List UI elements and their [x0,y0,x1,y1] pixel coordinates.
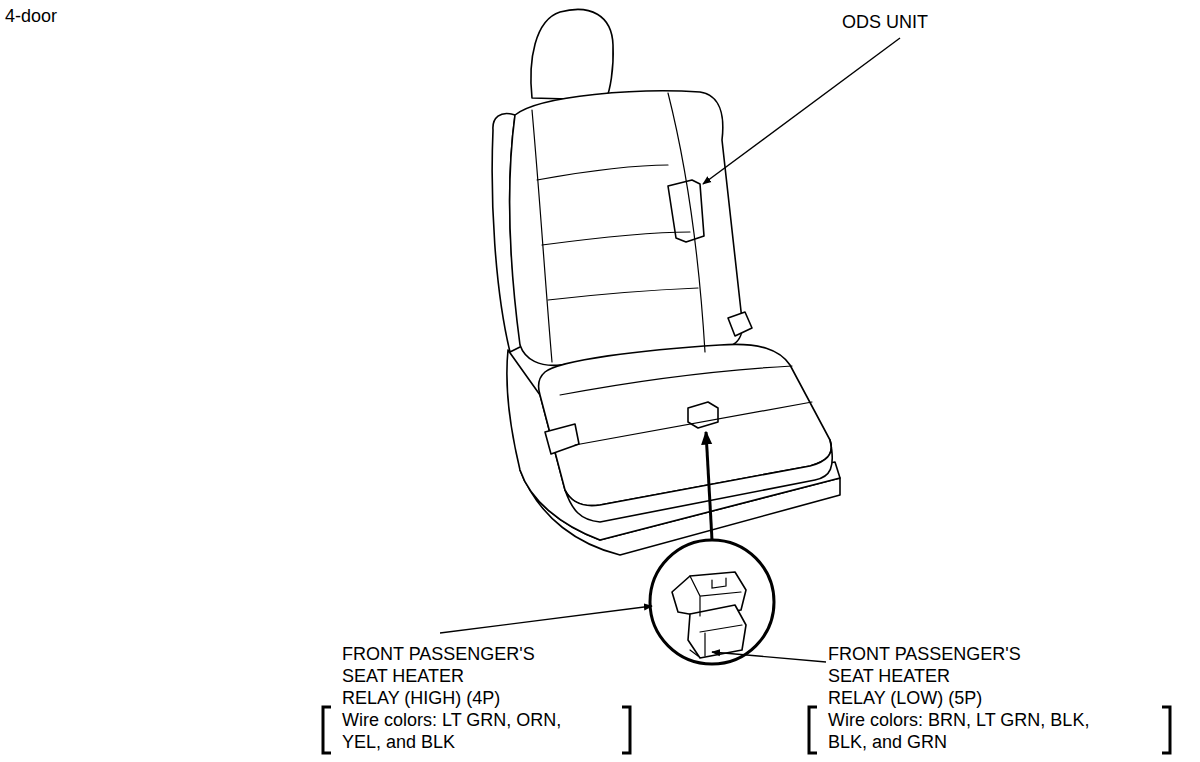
bracket [1162,707,1170,753]
backrest [510,91,743,365]
stitch-line [542,232,690,245]
seat-lever [545,424,579,454]
text-line: Wire colors: LT GRN, ORN, [342,709,561,731]
part-name: FRONT PASSENGER'S SEAT HEATER RELAY (HIG… [342,643,535,709]
stitch-line [560,366,792,395]
text-line: ODS UNIT [842,11,928,33]
part-name: FRONT PASSENGER'S SEAT HEATER RELAY (LOW… [828,643,1021,709]
bracket [622,707,630,753]
text-line: YEL, and BLK [342,731,561,753]
relay-low-detail [688,605,746,658]
stitch-line [548,288,698,300]
stitch-line [668,93,705,352]
cushion-front [565,440,832,522]
recline-knob [728,312,752,336]
text-line: FRONT PASSENGER'S [342,643,535,665]
detail-arrow [706,432,712,540]
wire-note: Wire colors: BRN, LT GRN, BLK, BLK, and … [828,709,1089,753]
detail-circle [650,540,774,664]
bracket [323,707,331,753]
text-line: Wire colors: BRN, LT GRN, BLK, [828,709,1089,731]
text-line: BLK, and GRN [828,731,1089,753]
relay-detail-line [690,578,726,656]
stitch-line [537,165,668,180]
stitch-line [532,110,552,362]
stitch-line [575,402,812,445]
text-line: RELAY (LOW) (5P) [828,687,1021,709]
text-line: SEAT HEATER [828,665,1021,687]
wire-note: Wire colors: LT GRN, ORN, YEL, and BLK [342,709,561,753]
view-label: 4-door [5,5,57,27]
leader-line [712,652,826,662]
text-line: FRONT PASSENGER'S [828,643,1021,665]
bracket [809,707,817,753]
text-line: 4-door [5,5,57,27]
headrest [531,9,613,100]
leader-line [703,38,900,184]
leader-line [440,606,652,633]
text-line: RELAY (HIGH) (4P) [342,687,535,709]
relay-detail-line [690,576,742,656]
text-line: SEAT HEATER [342,665,535,687]
part-name: ODS UNIT [842,11,928,33]
